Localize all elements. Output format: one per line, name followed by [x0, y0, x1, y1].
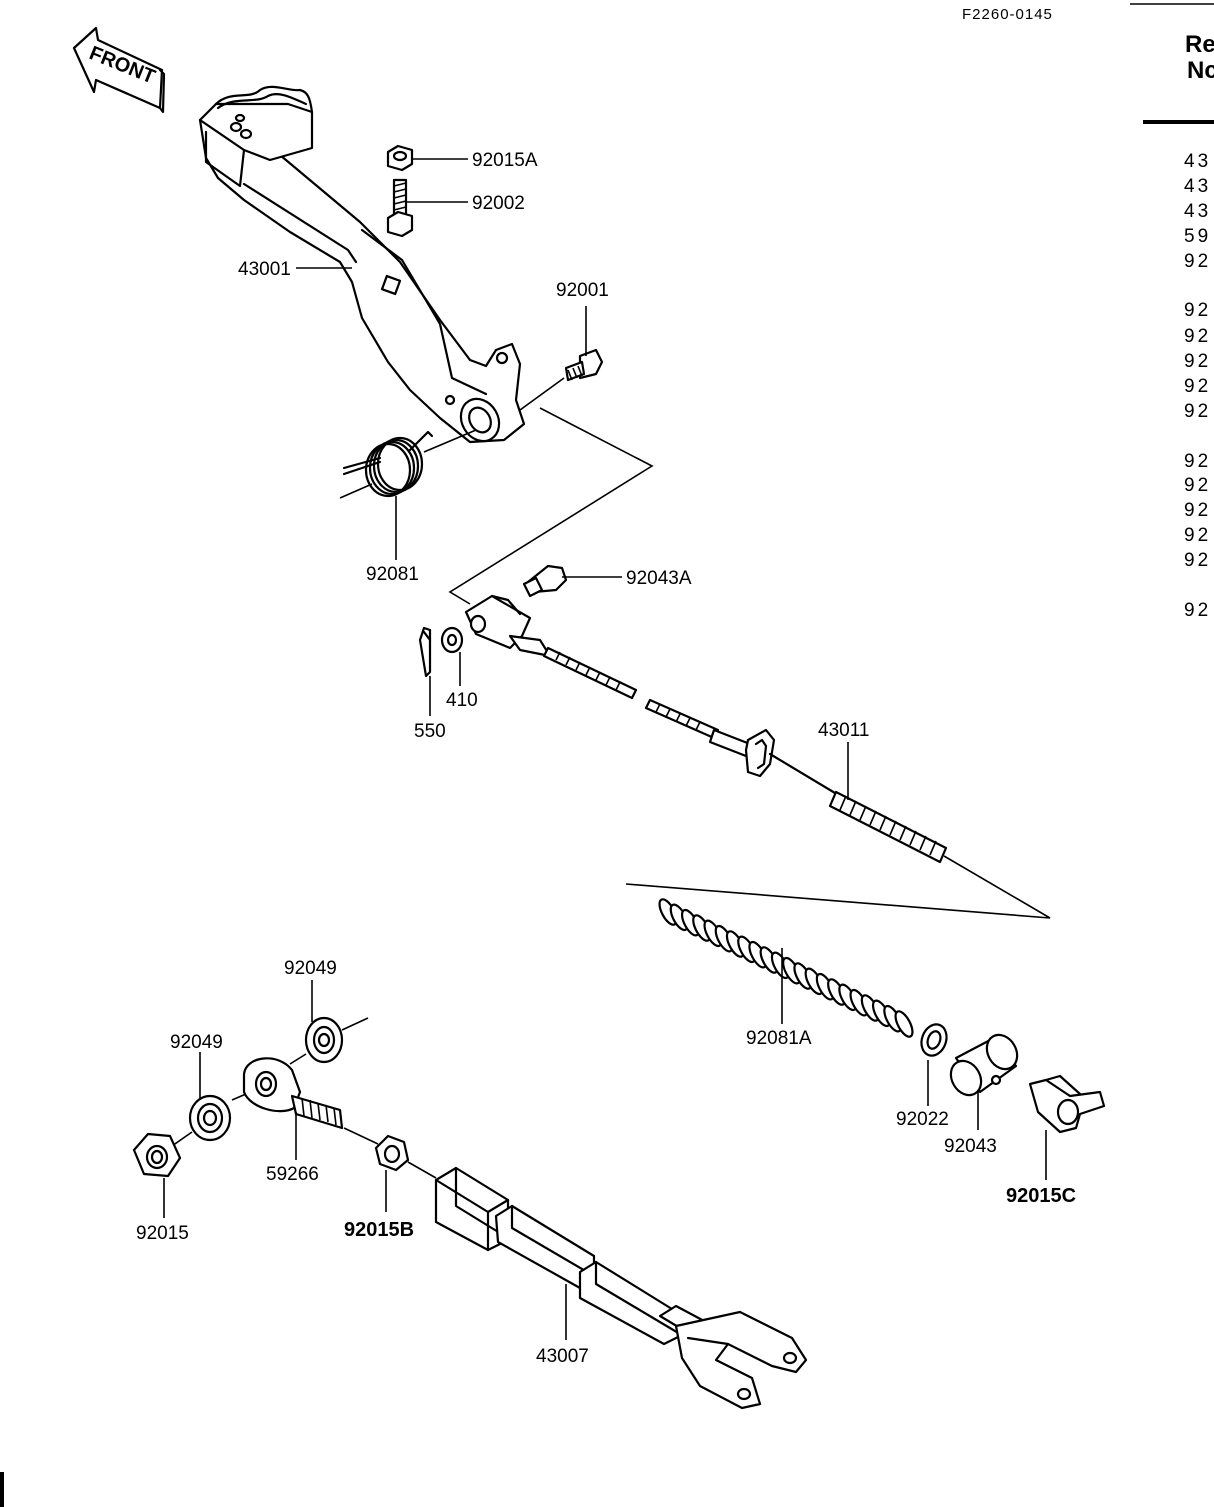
assembly-line-rodend-washer: [289, 1053, 307, 1065]
wing-nut-92015C: [1028, 1074, 1106, 1134]
rod-43007: [434, 1166, 808, 1410]
side-ref-15: 92: [1184, 550, 1211, 571]
callout-92043: 92043: [944, 1136, 997, 1157]
side-ref-10: 92: [1184, 401, 1211, 422]
bolt-92002: [386, 178, 414, 238]
cotter-pin-550: [418, 626, 432, 678]
torsion-spring-92081: [342, 430, 434, 498]
assembly-line-spring-92081A: [625, 855, 1051, 919]
assembly-line-bolt: [519, 377, 565, 411]
callout-550: 550: [414, 721, 446, 742]
washer-410: [440, 626, 464, 654]
nut-92015: [132, 1132, 182, 1178]
side-header-ref: Re: [1185, 31, 1214, 58]
washer-92049-upper: [304, 1016, 344, 1064]
callout-92081A: 92081A: [746, 1028, 812, 1049]
callout-92022: 92022: [896, 1109, 949, 1130]
callout-92015B: 92015B: [344, 1219, 414, 1241]
callout-92049-upper: 92049: [284, 958, 337, 979]
margin-mark: [0, 1472, 4, 1507]
spring-92081A: [658, 898, 914, 1038]
washer-92022: [920, 1023, 948, 1057]
side-ref-1: 43: [1184, 151, 1211, 172]
assembly-line-rod: [407, 1161, 437, 1179]
callout-410: 410: [446, 690, 478, 711]
callout-92002: 92002: [472, 193, 525, 214]
side-header-no: Nc: [1187, 57, 1214, 84]
side-ref-8: 92: [1184, 351, 1211, 372]
washer-92049-lower: [188, 1094, 232, 1142]
callout-43001: 43001: [238, 259, 291, 280]
nut-92015A: [386, 144, 414, 172]
side-ref-11: 92: [1184, 451, 1211, 472]
side-reference-column: Re Nc 43 43 43 59 92 92 92 92 92 92 92 9…: [1130, 3, 1214, 621]
side-ref-12: 92: [1184, 475, 1211, 496]
brake-pedal-43001: [198, 85, 526, 444]
assembly-line-clevis: [448, 407, 654, 605]
callout-92043A: 92043A: [626, 568, 692, 589]
leader-lines: [163, 158, 1047, 1340]
nut-92015B: [374, 1134, 410, 1172]
callout-43011: 43011: [818, 720, 869, 741]
callout-92001: 92001: [556, 280, 609, 301]
callout-92049-lower: 92049: [170, 1032, 223, 1053]
front-arrow-icon: FRONT: [72, 26, 166, 114]
side-ref-2: 43: [1184, 176, 1211, 197]
assembly-line-washer-upper: [341, 1017, 369, 1031]
side-ref-4: 59: [1184, 226, 1211, 247]
callout-43007: 43007: [536, 1346, 589, 1367]
callout-92015: 92015: [136, 1223, 189, 1244]
callout-92015A: 92015A: [472, 150, 538, 171]
rod-end-59266: [242, 1057, 344, 1130]
callout-59266: 59266: [266, 1164, 319, 1185]
cable-43011: [542, 646, 948, 864]
assembly-line-spring: [339, 483, 373, 499]
bolt-92001: [564, 348, 604, 382]
assembly-line-spring-boss: [423, 429, 477, 453]
clevis-92043A-pin: [522, 564, 568, 598]
cable-clevis: [464, 594, 552, 658]
side-ref-7: 92: [1184, 326, 1211, 347]
assembly-line-washer-lower: [231, 1093, 247, 1101]
callout-92015C: 92015C: [1006, 1185, 1076, 1207]
side-ref-16: 92: [1184, 600, 1211, 621]
side-ref-6: 92: [1184, 300, 1211, 321]
assembly-line-nut: [171, 1131, 193, 1147]
side-ref-13: 92: [1184, 500, 1211, 521]
side-ref-9: 92: [1184, 376, 1211, 397]
side-ref-3: 43: [1184, 201, 1211, 222]
collar-92043: [949, 1033, 1019, 1097]
side-ref-5: 92: [1184, 251, 1211, 272]
figure-code: F2260-0145: [962, 6, 1053, 23]
callout-92081: 92081: [366, 564, 419, 585]
side-ref-14: 92: [1184, 525, 1211, 546]
assembly-line-nut-b: [343, 1127, 379, 1145]
